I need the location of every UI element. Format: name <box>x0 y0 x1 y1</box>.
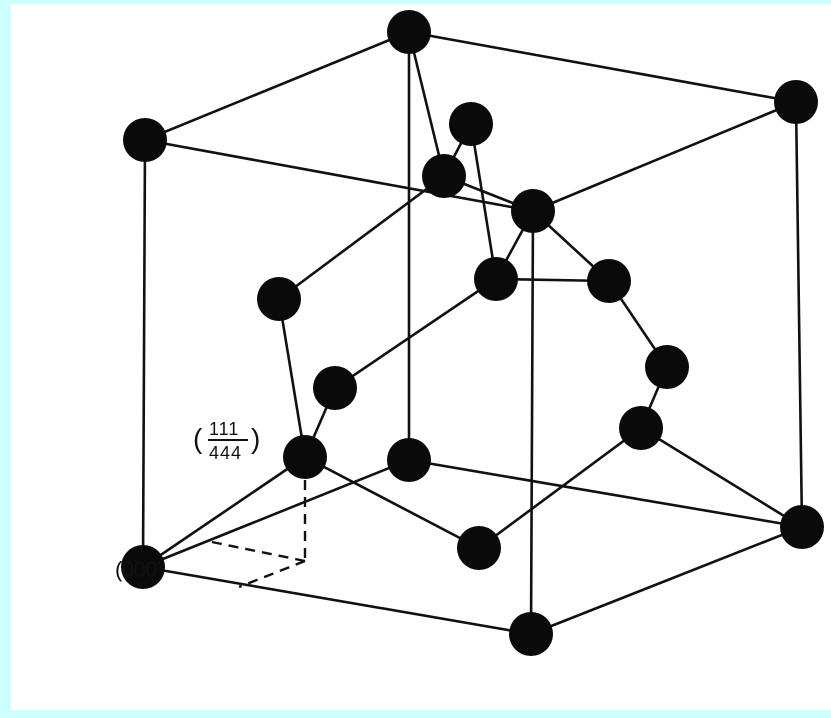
bond-f6-q2 <box>469 122 498 281</box>
bond-f2-q3 <box>477 426 643 550</box>
diamond-lattice-diagram <box>121 10 824 656</box>
atom-q4 <box>422 154 466 198</box>
bond-q3-br <box>639 426 804 529</box>
figure-panel: (000) ( 111 444 ) <box>11 4 831 710</box>
bond-o-fb <box>141 565 533 636</box>
atom-f3 <box>645 345 689 389</box>
atom-q3 <box>619 406 663 450</box>
bond-ft-fb <box>529 209 535 636</box>
atom-bk <box>387 438 431 482</box>
atom-tb <box>387 10 431 54</box>
bond-o-q1 <box>141 455 307 569</box>
atom-f6 <box>449 102 493 146</box>
atom-o <box>121 545 165 589</box>
origin-label: (000) <box>115 557 164 582</box>
bond-bk-br <box>407 458 804 529</box>
bond-q4-tb <box>407 30 446 178</box>
atom-ft <box>511 189 555 233</box>
atom-tl <box>123 118 167 162</box>
bond-tr-tb <box>407 30 798 104</box>
projection-guide-1 <box>238 559 306 589</box>
atom-f4 <box>257 277 301 321</box>
atom-f5 <box>587 259 631 303</box>
bond-q1-f4 <box>277 297 307 459</box>
bond-f1-q2 <box>333 277 498 390</box>
atom-tr <box>774 80 818 124</box>
quarter-label-close-paren: ) <box>251 423 261 454</box>
projection-guide-2 <box>206 539 306 563</box>
atom-q1 <box>283 435 327 479</box>
atom-f1 <box>313 366 357 410</box>
quarter-label-numerators: 111 <box>209 419 240 439</box>
quarter-label-denominators: 444 <box>209 443 243 463</box>
bond-f4-q4 <box>277 174 446 301</box>
bond-ft-tr <box>531 100 798 213</box>
atom-f2 <box>457 526 501 570</box>
atom-q2 <box>474 257 518 301</box>
bond-br-tr <box>794 100 804 529</box>
bond-tb-tl <box>143 30 411 142</box>
bond-tl-o <box>141 138 147 569</box>
fraction-bar <box>208 439 248 441</box>
bond-q1-f2 <box>303 455 481 550</box>
bond-tl-ft <box>143 138 535 213</box>
quarter-label-open-paren: ( <box>193 423 203 454</box>
atom-br <box>780 505 824 549</box>
bond-bk-o <box>141 458 411 569</box>
atom-fb <box>509 612 553 656</box>
bond-fb-br <box>529 525 804 636</box>
